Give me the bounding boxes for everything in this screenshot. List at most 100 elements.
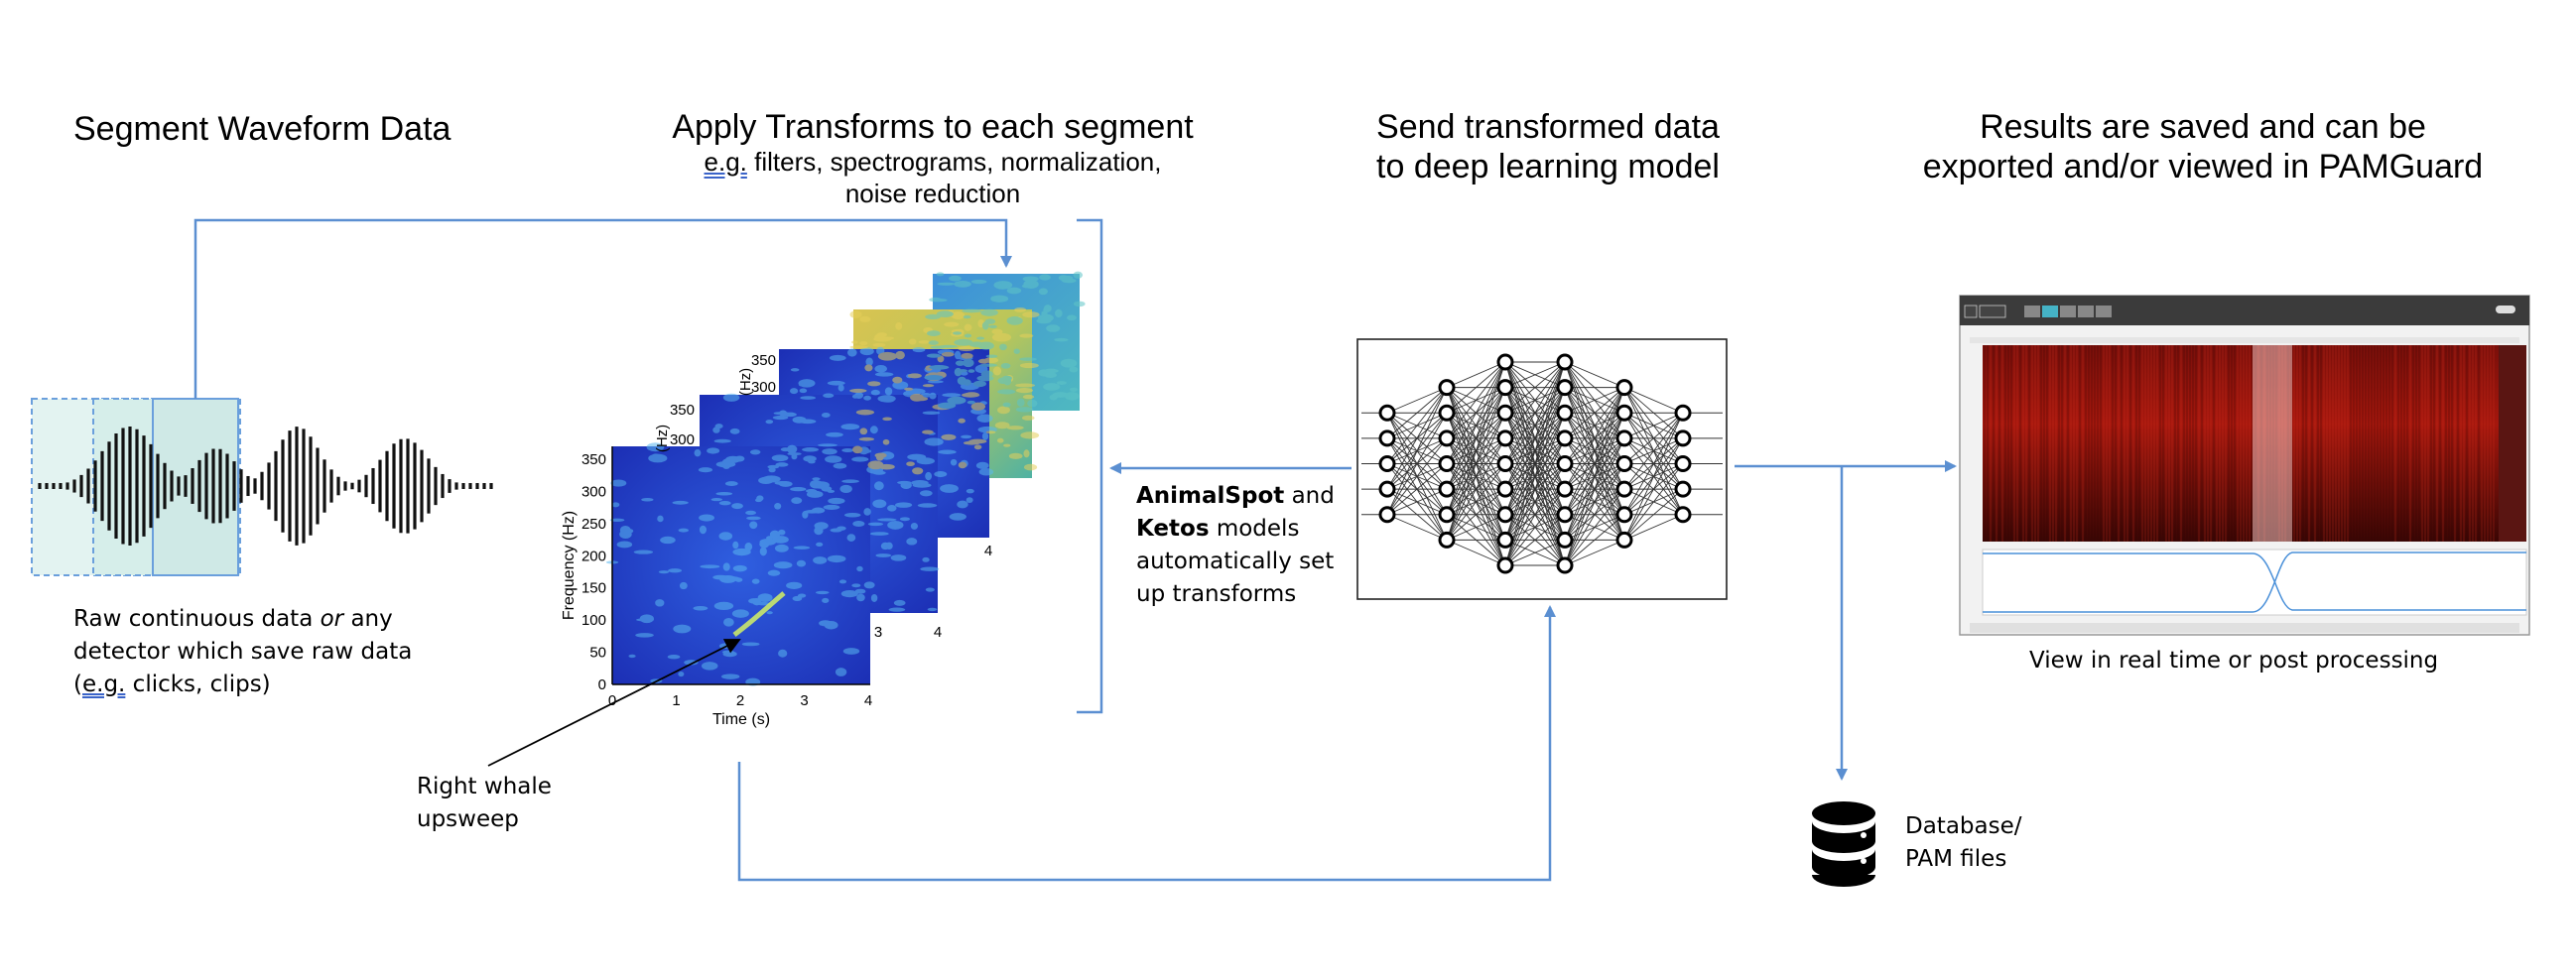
spectrogram-speckle xyxy=(928,340,939,345)
network-edge xyxy=(1446,361,1506,490)
spectrogram-speckle xyxy=(780,447,791,452)
spectrogram-speckle xyxy=(684,660,699,666)
eg-label: e.g. xyxy=(704,147,747,177)
network-node xyxy=(1438,404,1456,422)
model-title-line1: Send transformed data xyxy=(1376,108,1720,146)
network-node xyxy=(1496,480,1514,498)
back-tick-a-300: 300 xyxy=(670,431,695,448)
network-node xyxy=(1496,556,1514,574)
network-node xyxy=(1438,455,1456,472)
network-node xyxy=(1496,531,1514,549)
spectrogram-speckle xyxy=(872,499,887,509)
caption-line3-rest: clicks, clips) xyxy=(125,672,271,697)
spectrogram-speckle xyxy=(774,544,789,552)
spectrogram-xtick: 3 xyxy=(800,692,808,709)
spectrogram-speckle xyxy=(954,367,963,377)
spectrogram-ytick: 150 xyxy=(581,580,606,597)
spectrogram-speckle xyxy=(722,393,740,402)
network-edge xyxy=(1623,412,1684,490)
spectrogram-speckle xyxy=(913,397,929,402)
spectrogram-speckle xyxy=(646,442,665,452)
spectrogram-speckle xyxy=(1056,381,1067,385)
spectrogram-speckle xyxy=(849,310,862,318)
spectrogram-speckle xyxy=(863,508,871,516)
network-node xyxy=(1615,506,1633,524)
spectrogram-speckle xyxy=(658,570,670,574)
auto-line4: up transforms xyxy=(1136,581,1297,607)
network-edge xyxy=(1623,463,1684,541)
spectrogram-speckle xyxy=(1043,368,1059,374)
spectrogram-speckle xyxy=(962,308,982,313)
spectrogram-speckle xyxy=(1015,407,1034,413)
spectrogram-ytick: 200 xyxy=(581,548,606,564)
network-node xyxy=(1615,379,1633,397)
network-edge xyxy=(1564,387,1625,541)
spectrogram-speckle xyxy=(978,468,994,476)
spectrogram-speckle xyxy=(1041,310,1048,316)
spectrogram-speckle xyxy=(937,355,945,363)
network-edge xyxy=(1386,387,1448,515)
network-edge xyxy=(1504,361,1566,414)
back-tick-b-300: 300 xyxy=(751,379,776,396)
spectrogram-speckle xyxy=(859,341,868,346)
spectrogram-speckle xyxy=(749,521,758,530)
network-edge xyxy=(1504,413,1566,566)
spectrogram-speckle xyxy=(855,409,875,416)
spectrogram-speckle xyxy=(639,614,654,624)
spectrogram-speckle xyxy=(846,534,856,542)
network-edge xyxy=(1386,387,1448,490)
spectrogram-xtick: 1 xyxy=(672,692,680,709)
spectrogram-speckle xyxy=(839,484,852,494)
spectrogram-speckle xyxy=(906,461,915,467)
spectrogram-speckle xyxy=(707,447,720,454)
spectrogram-speckle xyxy=(1016,398,1025,407)
spectrogram-speckle xyxy=(910,523,919,530)
spectrogram-speckle xyxy=(936,310,954,318)
spectrogram-speckle xyxy=(715,492,733,496)
spectrogram-speckle xyxy=(872,342,886,347)
spectrogram-speckle xyxy=(812,477,821,481)
spectrogram-ytick: 0 xyxy=(598,676,606,693)
spectrogram-speckle xyxy=(888,607,906,612)
spectrogram-speckle xyxy=(762,475,781,483)
upsweep-annotation: Right whale upsweep xyxy=(417,771,552,836)
network-edge xyxy=(1564,539,1625,566)
network-edge xyxy=(1504,361,1566,464)
spectrogram-speckle xyxy=(938,402,957,410)
spectrogram-speckle xyxy=(924,437,944,446)
spectrogram-speckle xyxy=(616,541,633,549)
network-edge xyxy=(1446,387,1506,541)
spectrogram-speckle xyxy=(882,438,890,445)
caption-eg: e.g. xyxy=(81,672,126,697)
spectrogram-speckle xyxy=(981,431,989,440)
spectrogram-speckle xyxy=(790,388,799,395)
spectrogram-speckle xyxy=(955,360,966,366)
network-node xyxy=(1438,506,1456,524)
spectrogram-speckle xyxy=(908,338,917,345)
spectrogram-speckle xyxy=(721,650,735,655)
spectrogram-speckle xyxy=(1038,288,1048,296)
caption-line1a: Raw continuous data xyxy=(73,606,321,632)
spectrogram-speckle xyxy=(619,526,631,535)
spectrogram-speckle xyxy=(718,501,731,506)
model-title-line2: to deep learning model xyxy=(1376,148,1720,185)
network-edge xyxy=(1564,387,1625,490)
network-node xyxy=(1674,480,1692,498)
spectrogram-speckle xyxy=(724,481,738,487)
spectrogram-speckle xyxy=(981,321,989,330)
back-xtick-4a: 4 xyxy=(934,624,942,641)
network-edge xyxy=(1446,361,1506,389)
network-edge xyxy=(1386,387,1448,439)
network-node xyxy=(1496,429,1514,447)
spectrogram-speckle xyxy=(929,392,937,400)
spectrogram-speckle xyxy=(796,559,807,567)
arrow-transform-to-model xyxy=(737,605,1556,882)
spectrogram-speckle xyxy=(957,500,968,509)
network-edge xyxy=(1504,361,1566,490)
spectrogram-speckle xyxy=(852,520,865,527)
spectrogram-speckle xyxy=(851,583,861,588)
network-node xyxy=(1615,480,1633,498)
spectrogram-speckle xyxy=(694,448,702,457)
spectrogram-speckle xyxy=(830,528,842,533)
network-node xyxy=(1556,480,1574,498)
